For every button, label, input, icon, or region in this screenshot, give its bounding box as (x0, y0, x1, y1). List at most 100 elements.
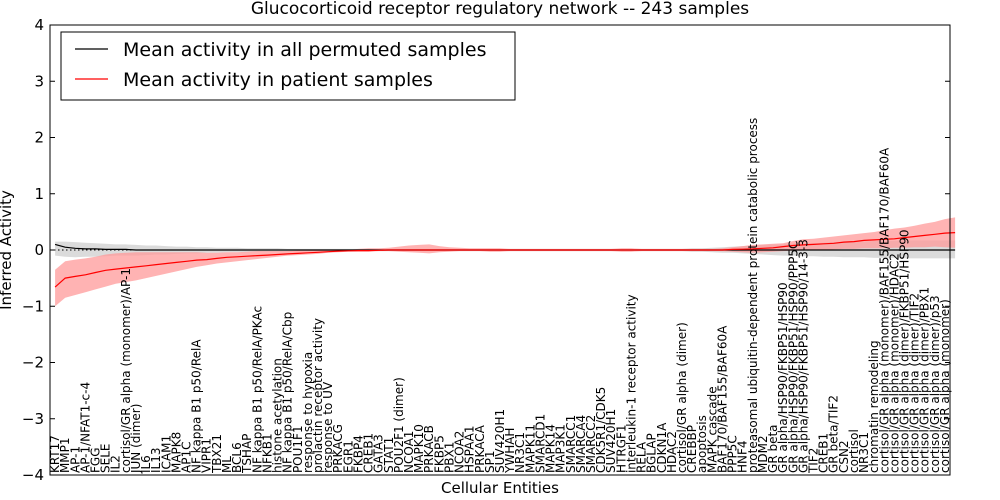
x-axis-title: Cellular Entities (441, 479, 559, 497)
x-entity-label: cortisol/GR alpha (dimer) (675, 322, 689, 473)
x-entity-label: SMARCC1 (564, 415, 578, 473)
x-entity-label: MAPK8 (169, 432, 183, 473)
x-entity-label: NCOA2 (453, 431, 467, 473)
x-entity-label: GR alpha/HSP90/FKBP51/HSP90 (776, 282, 790, 473)
x-entity-label: PBX1 (442, 442, 456, 473)
x-entity-label: cortisol (847, 429, 861, 473)
x-entity-label: GR alpha/HSP90/FKBP51/HSP90/14-3-3 (796, 239, 810, 473)
x-entity-label: FKBP4 (351, 435, 365, 473)
x-entity-label: FGG (89, 447, 103, 473)
x-entity-label: response to UV (321, 381, 335, 473)
x-entity-label: VIPR1 (200, 438, 214, 473)
x-entity-label: CREB1 (817, 433, 831, 473)
x-entity-label: cortisol/GR alpha (monomer) (938, 299, 952, 473)
x-entity-label: response to hypoxia (301, 352, 315, 473)
legend: Mean activity in all permuted samples Me… (60, 31, 516, 101)
x-entity-label: IL6 (139, 455, 153, 473)
x-entity-label: STAT1 (382, 437, 396, 473)
x-entity-label: cortisol/GR alpha (monomer)/AP-1 (119, 268, 133, 473)
x-entity-label: ICAM1 (159, 435, 173, 473)
legend-permuted-label: Mean activity in all permuted samples (123, 39, 486, 61)
x-entity-label: HTRGF1 (614, 424, 628, 473)
y-tick-label: −4 (22, 466, 44, 484)
x-entity-label: interleukin-1 receptor activity (625, 294, 639, 473)
x-entity-label: cortisol/GR alpha (dimer)/TIF2 (908, 293, 922, 473)
x-entity-label: SUV420H1 (604, 409, 618, 473)
x-entity-label: NF kappa B1 p50/RelA/Cbp (281, 312, 295, 473)
x-entity-label: HSPAA1 (463, 426, 477, 474)
x-entity-label: POU2F1 (dimer) (392, 377, 406, 473)
x-entity-label: MMP1 (58, 437, 72, 473)
x-entity-label: MDM2 (756, 435, 770, 473)
x-entity-label: GR beta/TIF2 (827, 395, 841, 473)
series-patient-mean (54, 232, 956, 288)
y-tick-label: −3 (22, 410, 44, 428)
x-entity-label: CDKN1A (655, 422, 669, 473)
chart-title: Glucocorticoid receptor regulatory netwo… (251, 0, 749, 19)
x-entity-label: HNF4 (736, 440, 750, 473)
x-entity-label: CSN2 (837, 440, 851, 473)
x-entity-label: AP-1 (68, 446, 82, 473)
x-entity-label: cortisol/GR alpha (dimer)/FKBP51/HSP90 (898, 230, 912, 473)
legend-box (60, 31, 516, 101)
x-entity-label: cortisol/GR alpha (dimer)/p53 (928, 295, 942, 473)
y-tick-label: 2 (34, 129, 44, 147)
x-entity-label: CDK5R1/CDK5 (594, 387, 608, 473)
x-entity-label: BGLAP (645, 433, 659, 473)
x-entity-label: HDAC2 (665, 431, 679, 473)
x-entity-label: NF kappa B1 p50/RelA (190, 339, 204, 473)
x-entity-label: IL2 (109, 455, 123, 473)
x-entity-label: NR3C1 (857, 432, 871, 473)
x-entity-label: SMARCD1 (533, 414, 547, 473)
x-entity-label: PRKACG (331, 424, 345, 473)
x-entity-label: YWHAH (503, 428, 517, 474)
x-entity-label: SELE (99, 444, 113, 473)
x-entity-label: GATA3 (372, 434, 386, 473)
x-entity-label: POU1F1 (291, 425, 305, 473)
x-entity-label: PRKACB (422, 425, 436, 473)
x-entity-label: KRT17 (48, 435, 62, 473)
x-entity-label: EGR1 (341, 440, 355, 473)
x-entity-label: TBX21 (210, 434, 224, 474)
x-entity-label: IL13 (149, 448, 163, 474)
x-entity-label: chromatin remodeling (867, 340, 881, 473)
x-entity-label: cortisol/GR alpha (dimer)/PBX1 (918, 287, 932, 473)
y-tick-label: 4 (34, 16, 44, 34)
x-entity-label: AP1C (180, 442, 194, 473)
y-axis-title: Inferred Activity (0, 190, 15, 310)
x-entity-label: MAP3K1 (554, 424, 568, 473)
x-entity-label: MAPK14 (544, 424, 558, 473)
x-entity-label: cortisol/GR alpha (monomer)/HDAC2 (887, 253, 901, 473)
x-entity-label: MAPK10 (412, 424, 426, 473)
x-entity-label: CREB1 (362, 433, 376, 473)
y-tick-label: 1 (34, 185, 44, 203)
x-entity-label: NCOA1 (402, 431, 416, 473)
x-entity-label: SMARCC2 (584, 415, 598, 473)
x-entity-label: MAPK cascade (705, 386, 719, 473)
y-tick-label: −1 (22, 297, 44, 315)
x-entity-label: apoptosis (695, 415, 709, 473)
x-entity-label: SP1 (483, 451, 497, 474)
x-entity-label: proteasomal ubiquitin-dependent protein … (746, 118, 760, 473)
x-entity-label: GR beta (766, 424, 780, 473)
x-entity-label: TIF2 (807, 448, 821, 474)
x-entity-label: BCL6 (230, 442, 244, 473)
x-entity-label: NF kappa B1 p50/RelA/PKAc (250, 306, 264, 473)
x-entity-label: cortisol/GR alpha (monomer)/BAF155/BAF17… (877, 147, 891, 473)
y-tick-label: −2 (22, 354, 44, 372)
x-entity-label: NR3C1 (513, 432, 527, 473)
x-entity-label: AP-1/NFAT1-c-4 (78, 382, 92, 473)
x-entity-label: TSHAP (240, 434, 254, 474)
x-entity-label: SUV420H1 (493, 409, 507, 473)
plot-frame (49, 24, 951, 476)
y-tick-label: 3 (34, 72, 44, 90)
x-entity-label: BAF170/BAF155/BAF60A (716, 325, 730, 473)
x-entity-label: PPP5C (726, 435, 740, 473)
x-entity-label: CREBBP (685, 425, 699, 473)
x-entity-label: RELA (635, 441, 649, 473)
x-entity-label: GR alpha/HSP90/FKBP51/HSP90/PPP5C (786, 241, 800, 473)
x-entity-label: NFKB1 (260, 433, 274, 473)
patient-activity-band (55, 217, 956, 307)
plot-area: −4−3−2−101234KRT17MMP1AP-1AP-1/NFAT1-c-4… (22, 16, 956, 484)
